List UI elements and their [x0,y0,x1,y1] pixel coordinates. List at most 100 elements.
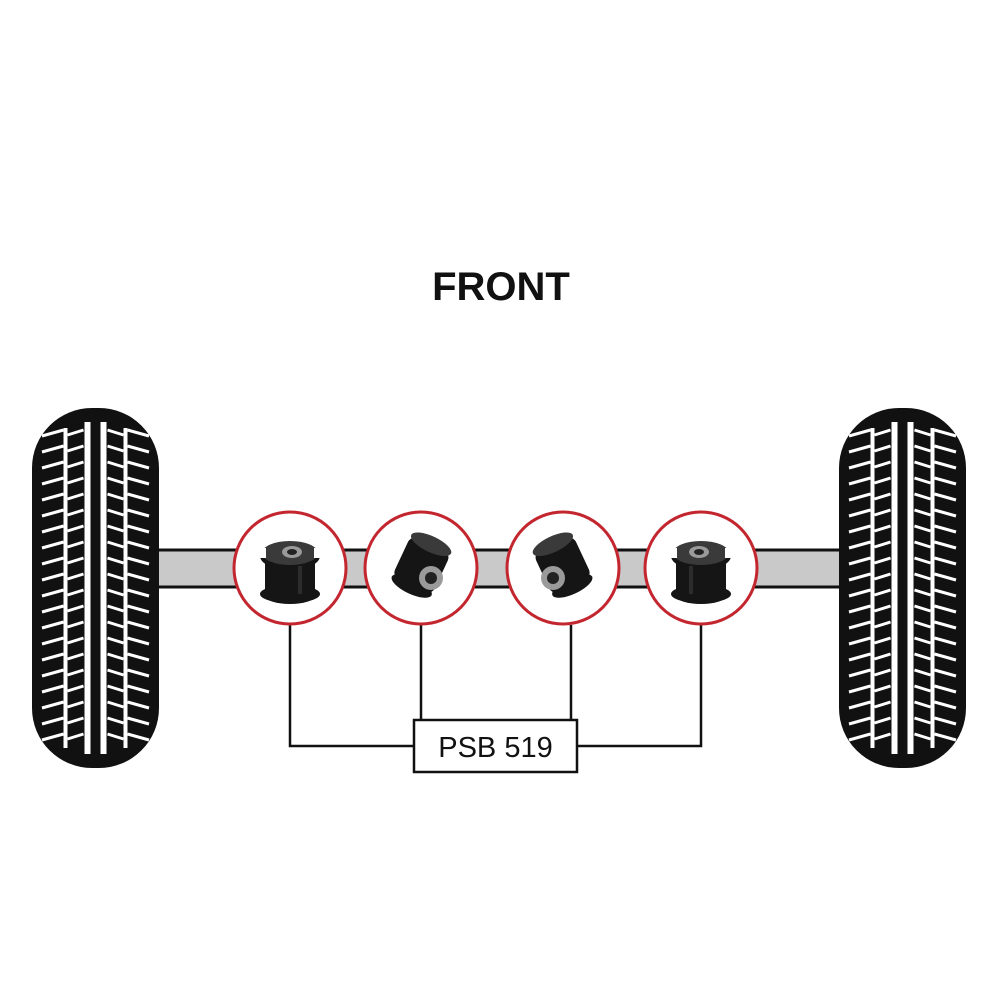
left-wheel [32,408,159,768]
tread-cut [934,620,957,630]
bush-callout-inner-left [363,510,479,626]
tread-cut [914,508,931,517]
tread-cut [848,492,871,502]
tread-cut [107,732,124,741]
tread-cut [848,572,871,582]
tread-cut [127,556,150,566]
tread-cut [874,588,891,597]
tread-cut [41,476,64,486]
tread-groove [123,428,128,748]
tread-groove [63,428,68,748]
tread-cut [848,636,871,646]
tread-cut [127,476,150,486]
tread-cut [848,476,871,486]
tread-cut [67,428,84,437]
tread-cut [914,732,931,741]
tread-cut [127,700,150,710]
tread-cut [67,524,84,533]
tread-cut [107,636,124,645]
tread-cut [874,732,891,741]
tread-cut [127,588,150,598]
tread-cut [934,556,957,566]
tread-cut [41,492,64,502]
tread-cut [67,556,84,565]
tread-cut [107,444,124,453]
tread-cut [874,492,891,501]
tread-cut [874,556,891,565]
tread-cut [67,604,84,613]
tread-cut [107,620,124,629]
part-number-text: PSB 519 [438,732,552,764]
tread-cut [127,652,150,662]
tread-cut [41,684,64,694]
tread-cut [127,444,150,454]
tread-cut [934,700,957,710]
tread-cut [67,684,84,693]
tread-cut [874,716,891,725]
tread-groove [84,422,91,754]
tread-cut [127,732,150,742]
tread-cut [127,572,150,582]
tread-cut [107,556,124,565]
tread-cut [41,620,64,630]
tread-cut [934,684,957,694]
tread-cut [41,460,64,470]
tread-cut [914,652,931,661]
tread-cut [107,428,124,437]
tread-cut [934,524,957,534]
tread-cut [914,524,931,533]
tread-cut [107,716,124,725]
tread-cut [41,668,64,678]
tread-cut [127,604,150,614]
tread-cut [914,588,931,597]
tread-cut [67,620,84,629]
tread-groove [891,422,898,754]
tread-cut [848,428,871,438]
tread-cut [107,588,124,597]
tread-cut [41,700,64,710]
tread-cut [67,652,84,661]
tread-cut [41,716,64,726]
tread-cut [67,460,84,469]
tread-cut [914,540,931,549]
tread-cut [107,700,124,709]
tread-cut [914,476,931,485]
tread-cut [67,588,84,597]
tread-cut [67,476,84,485]
tread-cut [848,508,871,518]
part-number-label: PSB 519 [412,718,579,774]
tread-cut [848,556,871,566]
tread-cut [848,684,871,694]
tread-cut [41,508,64,518]
tread-cut [67,636,84,645]
tread-cut [934,732,957,742]
tread-cut [874,428,891,437]
tread-cut [107,460,124,469]
tread-cut [127,636,150,646]
tread-cut [914,716,931,725]
tread-cut [107,572,124,581]
tread-cut [107,604,124,613]
tread-cut [934,572,957,582]
tyre-body [839,408,966,768]
tread-cut [874,700,891,709]
tread-cut [848,652,871,662]
tread-cut [874,508,891,517]
tread-cut [874,636,891,645]
tread-cut [41,636,64,646]
tread-cut [934,444,957,454]
tread-cut [874,540,891,549]
tread-cut [914,428,931,437]
tread-cut [41,524,64,534]
tread-cut [41,556,64,566]
tread-cut [41,428,64,438]
tread-cut [934,540,957,550]
tread-cut [67,508,84,517]
tread-cut [848,540,871,550]
tread-cut [107,540,124,549]
tread-cut [107,508,124,517]
tread-cut [934,652,957,662]
tread-cut [41,572,64,582]
tread-cut [67,700,84,709]
